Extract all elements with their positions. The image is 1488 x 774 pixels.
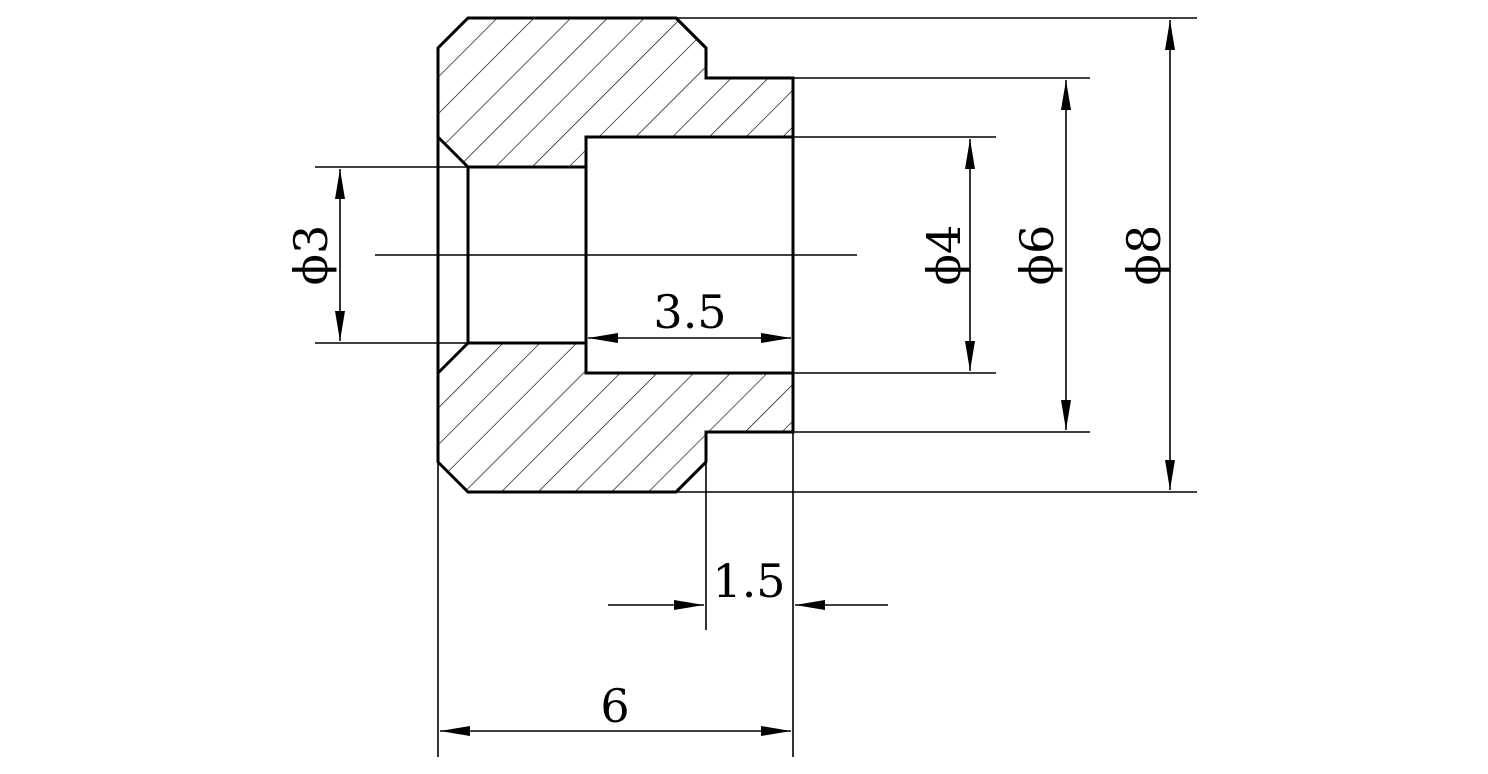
chamfer-corner-top <box>674 16 708 50</box>
dim-text-total-length: 6 <box>600 679 629 733</box>
chamfer-bottom <box>436 341 470 375</box>
upper-hatch-area <box>438 18 793 167</box>
lower-hatch-area <box>438 343 793 492</box>
dim-text-bore-dia: ϕ4 <box>917 225 971 286</box>
dim-text-inner-dia: ϕ3 <box>284 225 338 286</box>
chamfer-corner-bottom <box>674 460 708 494</box>
dim-text-neck-length: 1.5 <box>712 554 785 608</box>
dim-text-neck-dia: ϕ6 <box>1010 225 1064 286</box>
chamfer-top <box>436 135 470 169</box>
dim-text-bore-depth: 3.5 <box>653 285 726 339</box>
dim-text-outer-dia: ϕ8 <box>1117 225 1171 286</box>
